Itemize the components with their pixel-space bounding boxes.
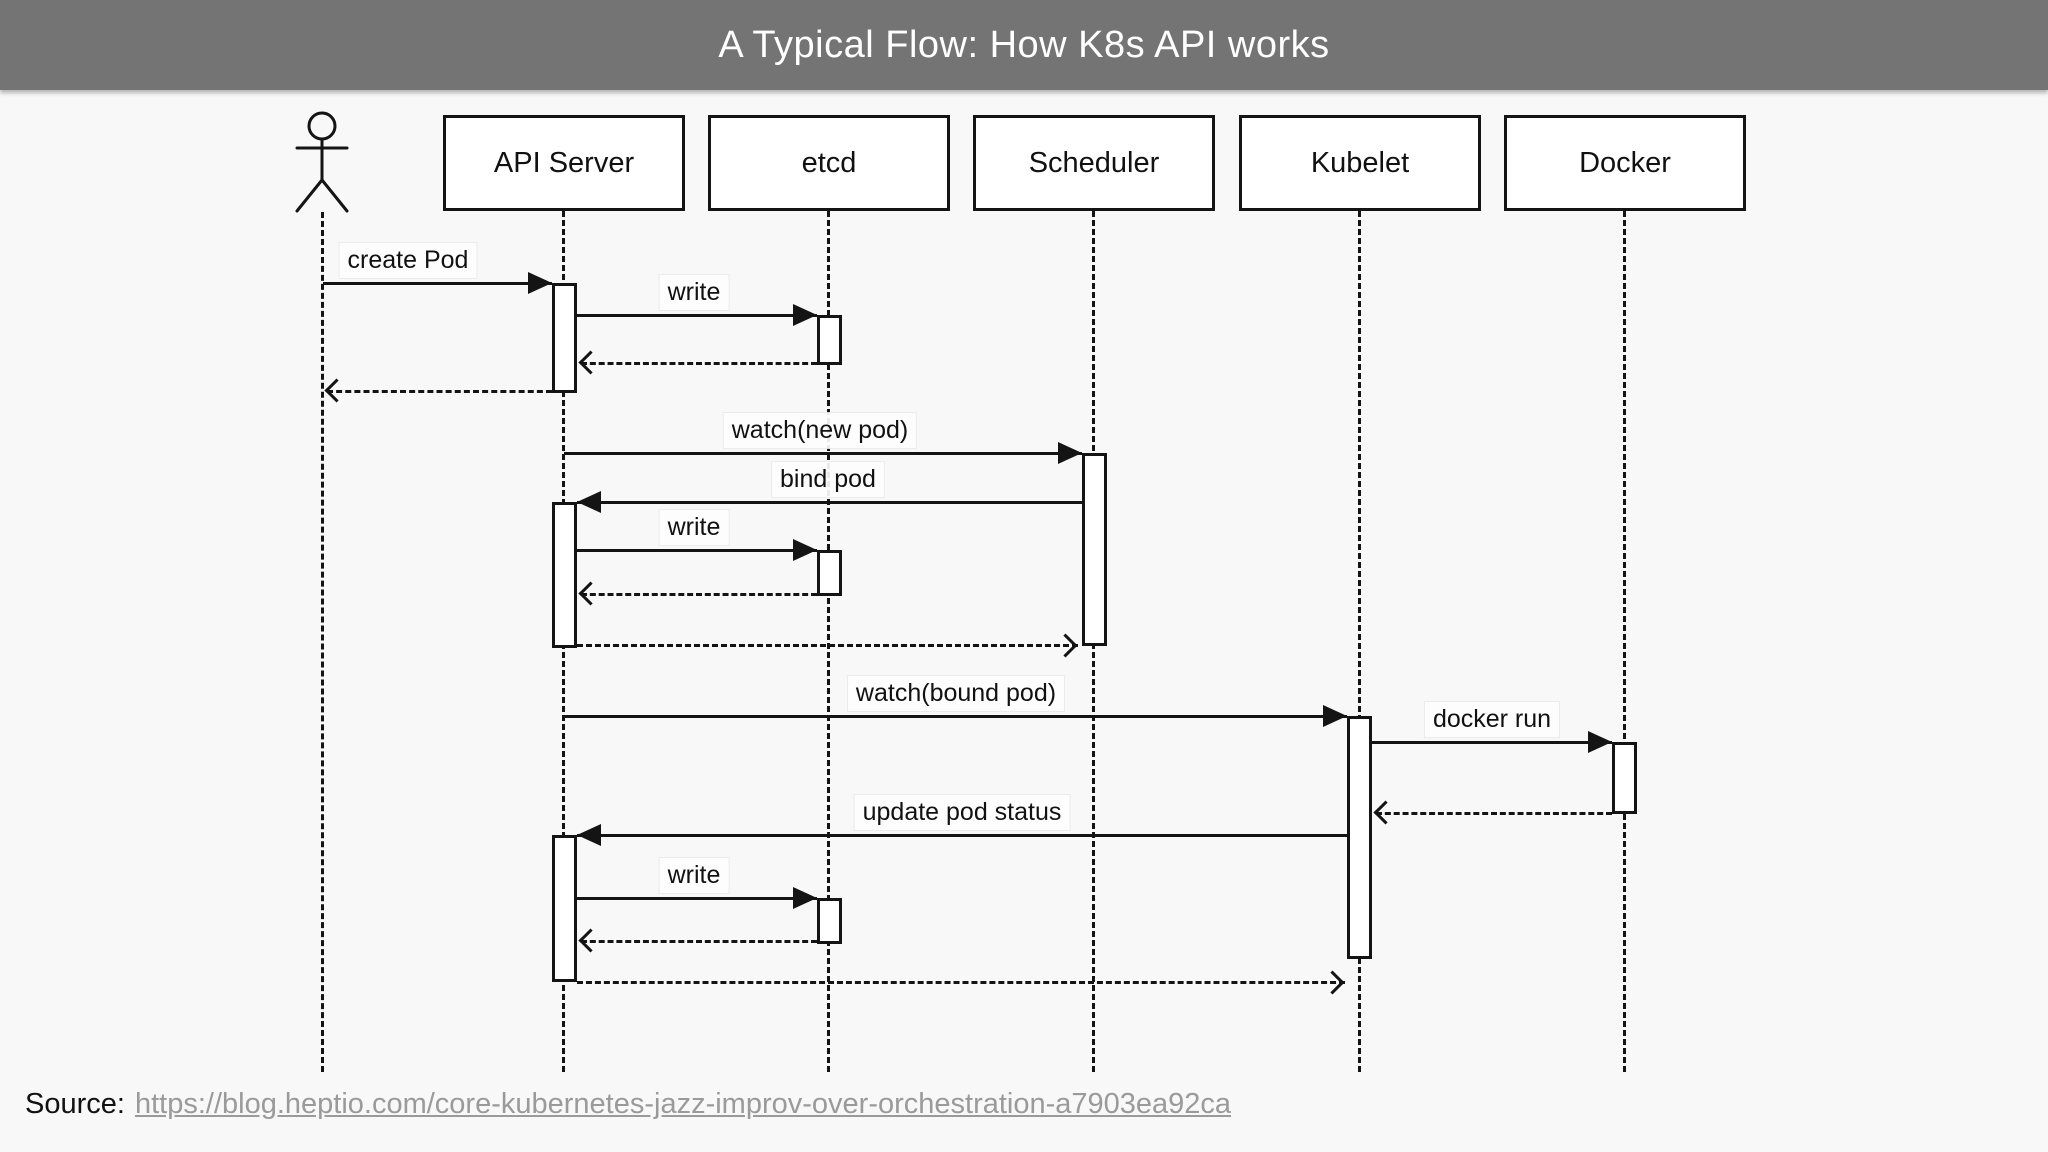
- message-create-pod-label: create Pod: [338, 242, 478, 280]
- message-watch-bound-pod-line: [564, 715, 1347, 718]
- message-write-2-label: write: [658, 509, 730, 547]
- return-etcd-api-line: [581, 940, 817, 943]
- message-watch-bound-pod-label: watch(bound pod): [846, 675, 1066, 713]
- activation-api-server-3: [552, 835, 577, 982]
- message-update-pod-status-label: update pod status: [853, 794, 1071, 832]
- message-write-1-line: [577, 314, 817, 317]
- source-label: Source:: [25, 1088, 125, 1120]
- message-watch-new-pod-label: watch(new pod): [722, 412, 918, 450]
- participant-label: etcd: [801, 146, 857, 179]
- open-arrowhead-left-icon: [578, 928, 603, 953]
- participant-label: Docker: [1579, 146, 1671, 179]
- arrowhead-right-icon: [793, 539, 817, 561]
- lifeline-etcd: [827, 211, 830, 1072]
- message-write-2-line: [577, 549, 817, 552]
- message-write-3-line: [577, 897, 817, 900]
- participant-box-scheduler: Scheduler: [973, 115, 1215, 211]
- message-update-pod-status-line: [577, 834, 1347, 837]
- lifeline-actor: [321, 212, 324, 1072]
- open-arrowhead-left-icon: [578, 350, 603, 375]
- actor-icon: [295, 111, 349, 213]
- participant-box-kubelet: Kubelet: [1239, 115, 1481, 211]
- arrowhead-left-icon: [577, 491, 601, 513]
- participant-box-etcd: etcd: [708, 115, 950, 211]
- activation-etcd-1: [817, 315, 842, 365]
- return-api-kubelet-line: [577, 981, 1345, 984]
- arrowhead-left-icon: [577, 824, 601, 846]
- message-docker-run-label: docker run: [1423, 701, 1561, 739]
- activation-api-server-2: [552, 502, 577, 648]
- lifeline-docker: [1623, 211, 1626, 1072]
- title-bar: A Typical Flow: How K8s API works: [0, 0, 2048, 90]
- arrowhead-right-icon: [528, 272, 552, 294]
- activation-api-server-1: [552, 283, 577, 393]
- message-docker-run-line: [1372, 741, 1612, 744]
- message-bind-pod-line: [577, 501, 1082, 504]
- message-write-3-label: write: [658, 857, 730, 895]
- message-bind-pod-label: bind pod: [771, 461, 885, 499]
- message-write-1-label: write: [658, 274, 730, 312]
- lifeline-kubelet: [1358, 211, 1361, 1072]
- participant-label: Scheduler: [1028, 146, 1160, 179]
- source-line: Source: https://blog.heptio.com/core-kube…: [25, 1088, 1231, 1121]
- return-etcd-api-line: [581, 593, 817, 596]
- open-arrowhead-left-icon: [1373, 800, 1398, 825]
- return-api-actor-line: [327, 390, 552, 393]
- open-arrowhead-left-icon: [324, 378, 349, 403]
- arrowhead-right-icon: [1058, 442, 1082, 464]
- activation-kubelet: [1347, 716, 1372, 959]
- activation-etcd-3: [817, 898, 842, 944]
- message-watch-new-pod-line: [564, 452, 1082, 455]
- arrowhead-right-icon: [1588, 731, 1612, 753]
- arrowhead-right-icon: [793, 887, 817, 909]
- page-title: A Typical Flow: How K8s API works: [718, 23, 1330, 66]
- activation-etcd-2: [817, 550, 842, 596]
- activation-scheduler: [1082, 453, 1107, 646]
- open-arrowhead-right-icon: [1053, 633, 1078, 658]
- return-docker-kubelet-line: [1376, 812, 1612, 815]
- message-create-pod-line: [323, 282, 552, 285]
- arrowhead-right-icon: [793, 304, 817, 326]
- participant-box-docker: Docker: [1504, 115, 1746, 211]
- arrowhead-right-icon: [1323, 705, 1347, 727]
- source-link[interactable]: https://blog.heptio.com/core-kubernetes-…: [134, 1088, 1232, 1120]
- participant-box-api-server: API Server: [443, 115, 685, 211]
- return-api-scheduler-line: [577, 644, 1078, 647]
- participant-label: API Server: [493, 146, 635, 179]
- open-arrowhead-left-icon: [578, 581, 603, 606]
- participant-label: Kubelet: [1310, 146, 1410, 179]
- activation-docker: [1612, 742, 1637, 814]
- return-etcd-api-line: [581, 362, 817, 365]
- open-arrowhead-right-icon: [1320, 970, 1345, 995]
